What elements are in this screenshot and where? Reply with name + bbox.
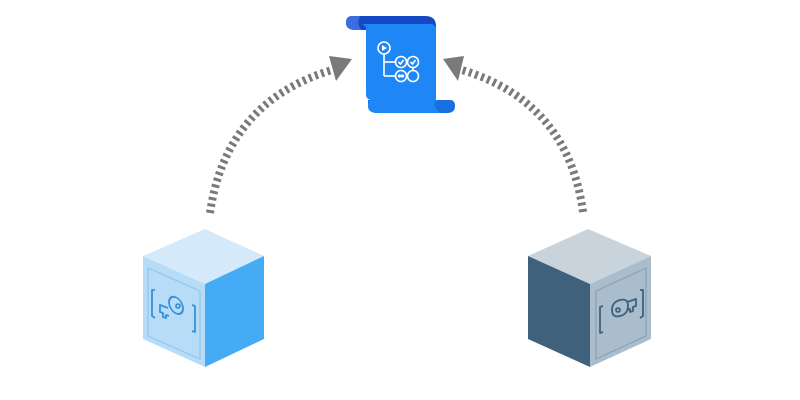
arrow-right-to-workflow <box>443 56 587 213</box>
arrow-left-to-workflow <box>206 56 352 214</box>
key-vault-icon-left <box>143 229 264 367</box>
arrow-left-head <box>329 56 352 81</box>
arrow-right-head <box>443 56 464 81</box>
workflow-steps-glyph <box>377 41 420 83</box>
key-vault-icon-right <box>528 229 651 367</box>
key-icon-right <box>599 289 644 334</box>
workflow-scroll-icon <box>346 16 455 113</box>
key-icon-left <box>151 289 196 333</box>
